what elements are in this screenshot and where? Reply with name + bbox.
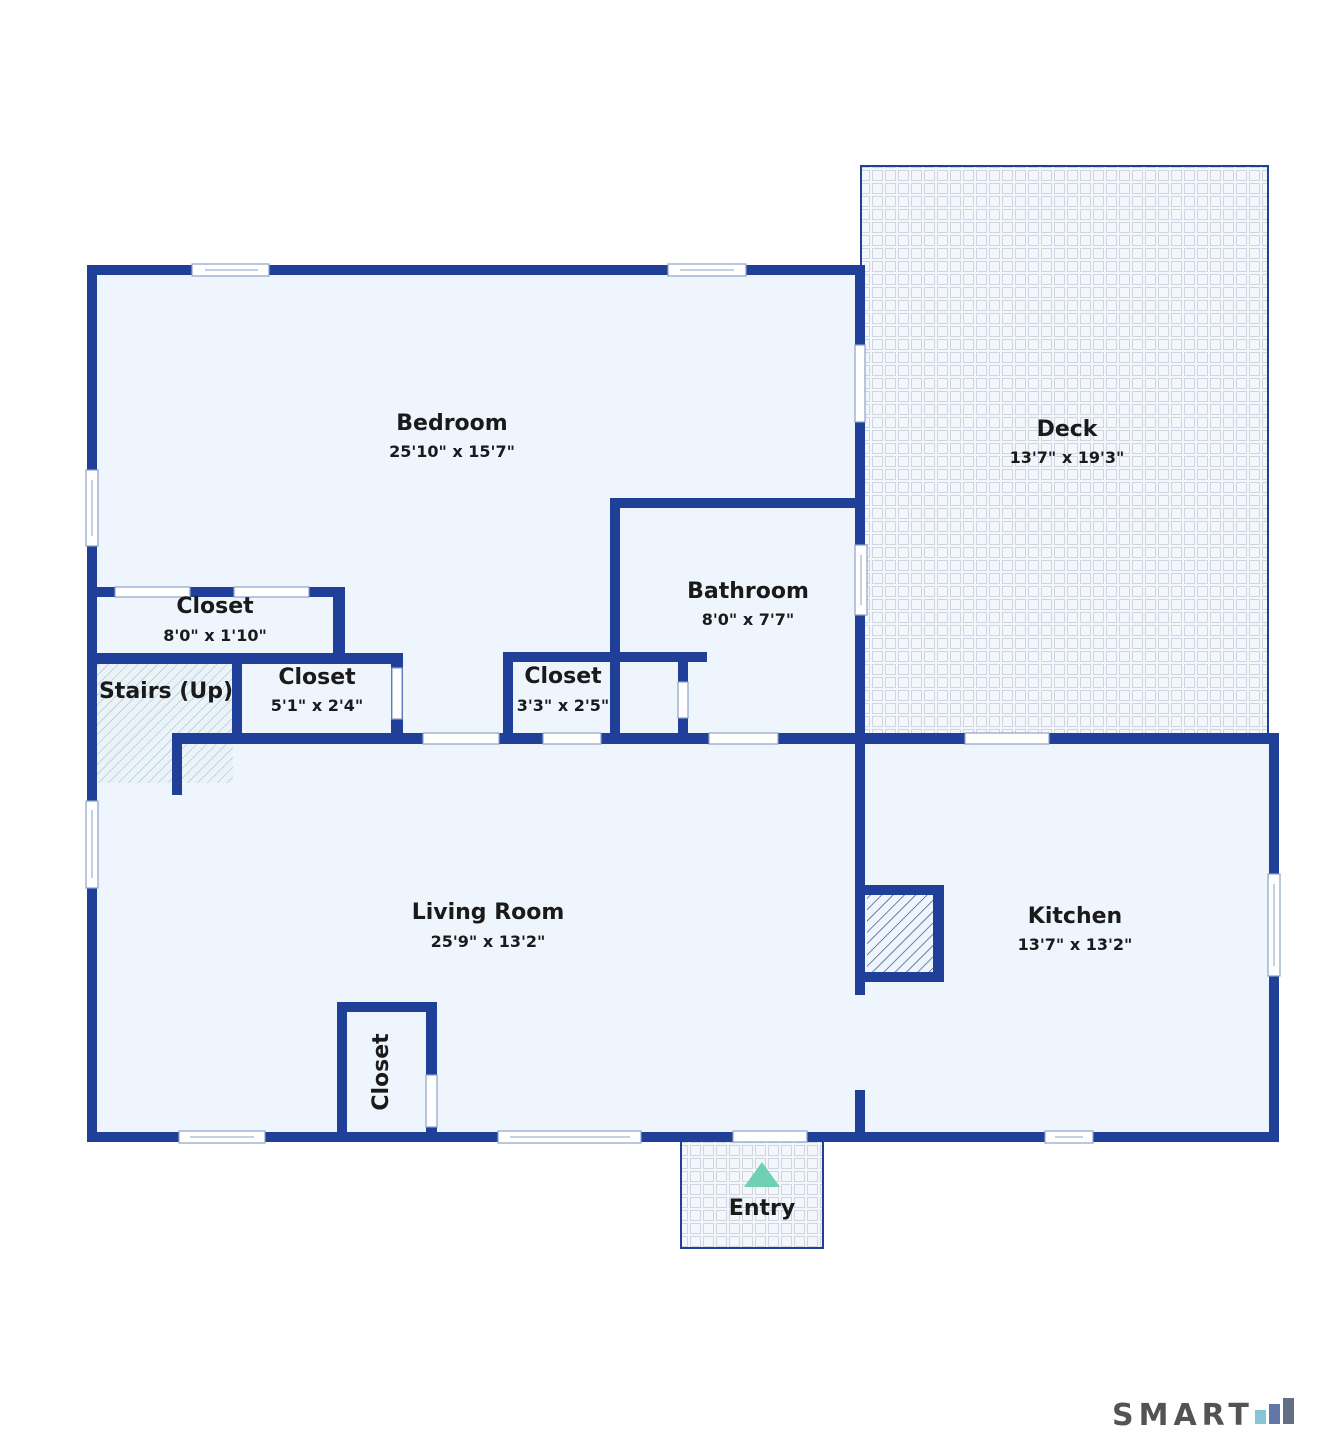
kitchen-dims: 13'7" x 13'2" <box>1018 935 1133 954</box>
closet-1-dims: 8'0" x 1'10" <box>163 626 267 645</box>
bathroom-dims: 8'0" x 7'7" <box>702 610 794 629</box>
deck-label: Deck <box>1037 417 1099 442</box>
windows <box>85 263 1281 1144</box>
closet-2-dims: 5'1" x 2'4" <box>271 696 363 715</box>
svg-text:SMART: SMART <box>1112 1398 1254 1433</box>
entry-label: Entry <box>729 1196 795 1221</box>
closet-1-label: Closet <box>176 594 254 619</box>
deck-dims: 13'7" x 19'3" <box>1010 448 1125 467</box>
smartmls-logo: SMART <box>1112 1398 1294 1433</box>
stairs-label: Stairs (Up) <box>99 679 233 704</box>
closet-3-dims: 3'3" x 2'5" <box>517 696 609 715</box>
closet-4-label: Closet <box>369 1033 394 1111</box>
entry-area <box>680 1137 824 1249</box>
living-room-dims: 25'9" x 13'2" <box>431 932 546 951</box>
bedroom-label: Bedroom <box>396 411 507 436</box>
kitchen-fixture <box>867 893 935 974</box>
living-room-label: Living Room <box>412 900 565 925</box>
closet-2-label: Closet <box>278 665 356 690</box>
kitchen-label: Kitchen <box>1028 904 1122 929</box>
bedroom-dims: 25'10" x 15'7" <box>389 442 515 461</box>
deck-area <box>860 165 1269 737</box>
entry-arrow-icon <box>744 1162 780 1187</box>
stairs-area <box>97 660 233 783</box>
closet-3-label: Closet <box>524 664 602 689</box>
bathroom-label: Bathroom <box>687 579 809 604</box>
living-room-floor <box>92 740 862 1136</box>
